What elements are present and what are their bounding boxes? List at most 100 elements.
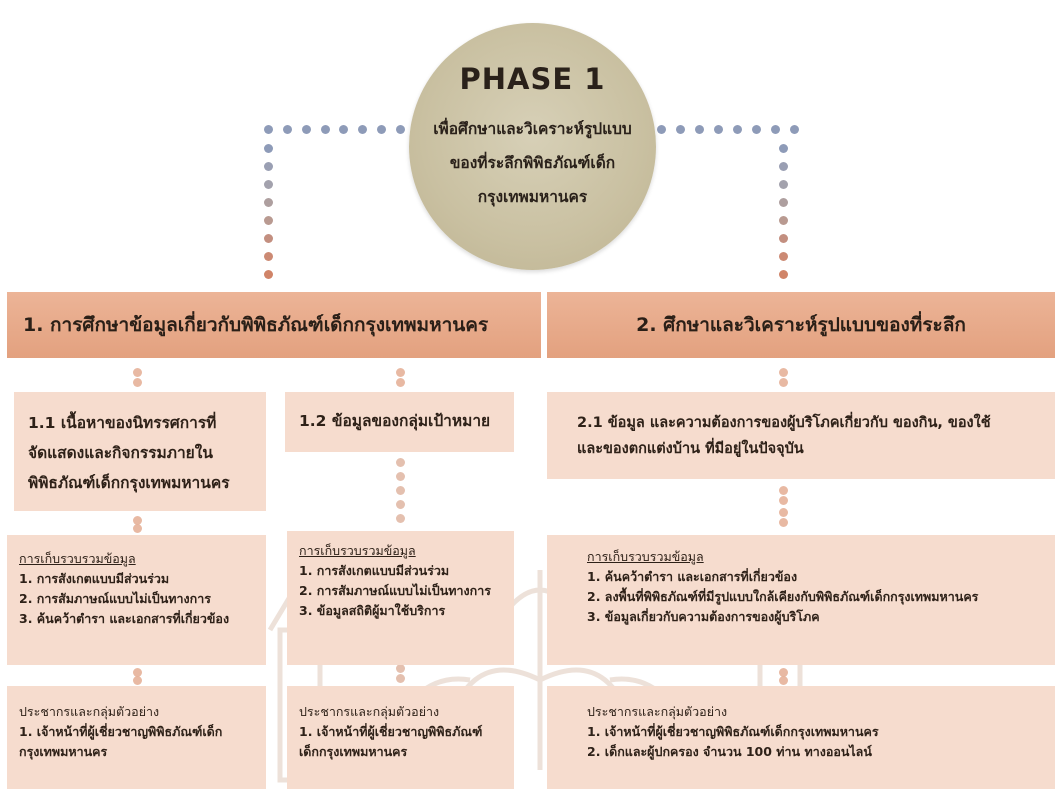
connector-dot (714, 125, 723, 134)
connector-dot (676, 125, 685, 134)
sample-item: กรุงเทพมหานคร (19, 744, 108, 759)
connector-dot (358, 125, 367, 134)
connector-dot (264, 180, 273, 189)
sample-box-1-2: ประชากรและกลุ่มตัวอย่าง 1. เจ้าหน้าที่ผู… (287, 686, 514, 789)
topic-1-1-line: พิพิธภัณฑ์เด็กกรุงเทพมหานคร (28, 474, 230, 492)
connector-dot (264, 270, 273, 279)
collect-box-2-1: การเก็บรวบรวมข้อมูล 1. ค้นคว้าตำรา และเอ… (547, 535, 1055, 665)
connector-dot (396, 674, 405, 683)
connector-dot (779, 368, 788, 377)
connector-dot (339, 125, 348, 134)
sample-heading: ประชากรและกลุ่มตัวอย่าง (587, 704, 728, 719)
phase-line-1: เพื่อศึกษาและวิเคราะห์รูปแบบ (433, 120, 632, 138)
connector-dot (779, 270, 788, 279)
connector-dot (264, 162, 273, 171)
connector-dot (779, 668, 788, 677)
collect-heading: การเก็บรวบรวมข้อมูล (299, 543, 416, 558)
connector-dot (264, 252, 273, 261)
collect-item: 2. ลงพื้นที่พิพิธภัณฑ์ที่มีรูปแบบใกล้เคี… (587, 589, 979, 604)
connector-dot (396, 472, 405, 481)
phase-line-2: ของที่ระลึกพิพิธภัณฑ์เด็ก (449, 154, 616, 172)
connector-dot (264, 198, 273, 207)
connector-dot (771, 125, 780, 134)
topic-2-1-line: และของตกแต่งบ้าน ที่มีอยู่ในปัจจุบัน (577, 441, 804, 457)
sample-item: 1. เจ้าหน้าที่ผู้เชี่ยวชาญพิพิธภัณฑ์เด็ก (19, 724, 223, 739)
connector-dot (396, 500, 405, 509)
topic-1-2-line: 1.2 ข้อมูลของกลุ่มเป้าหมาย (299, 412, 491, 430)
connector-dot (264, 144, 273, 153)
collect-item: 1. ค้นคว้าตำรา และเอกสารที่เกี่ยวข้อง (587, 569, 798, 584)
phase-title: PHASE 1 (459, 62, 606, 96)
topic-box-2-1: 2.1 ข้อมูล และความต้องการของผู้บริโภคเกี… (547, 392, 1055, 479)
topic-box-1-1: 1.1 เนื้อหาของนิทรรศการที่ จัดแสดงและกิจ… (14, 392, 266, 511)
collect-item: 2. การสัมภาษณ์แบบไม่เป็นทางการ (299, 583, 491, 598)
connector-dot (779, 198, 788, 207)
phase-line-3: กรุงเทพมหานคร (477, 188, 588, 206)
connector-dot (396, 514, 405, 523)
connector-dot (779, 508, 788, 517)
section-2-header: 2. ศึกษาและวิเคราะห์รูปแบบของที่ระลึก (547, 292, 1055, 358)
connector-dot (790, 125, 799, 134)
connector-dot (779, 216, 788, 225)
connector-dot (133, 668, 142, 677)
connector-dot (321, 125, 330, 134)
collect-box-1-2: การเก็บรวบรวมข้อมูล 1. การสังเกตแบบมีส่ว… (287, 531, 514, 665)
connector-dot (396, 664, 405, 673)
connector-dot (133, 368, 142, 377)
collect-item: 3. ข้อมูลสถิติผู้มาใช้บริการ (299, 603, 446, 618)
collect-item: 2. การสัมภาษณ์แบบไม่เป็นทางการ (19, 591, 211, 606)
sample-item: เด็กกรุงเทพมหานคร (299, 744, 408, 759)
connector-dot (779, 252, 788, 261)
connector-dot (657, 125, 666, 134)
collect-heading: การเก็บรวบรวมข้อมูล (587, 549, 704, 564)
sample-heading: ประชากรและกลุ่มตัวอย่าง (299, 704, 440, 719)
connector-dot (396, 368, 405, 377)
topic-box-1-2: 1.2 ข้อมูลของกลุ่มเป้าหมาย (285, 392, 514, 452)
connector-dot (377, 125, 386, 134)
connector-dot (779, 180, 788, 189)
sample-item: 1. เจ้าหน้าที่ผู้เชี่ยวชาญพิพิธภัณฑ์เด็ก… (587, 724, 879, 739)
collect-item: 3. ค้นคว้าตำรา และเอกสารที่เกี่ยวข้อง (19, 611, 230, 626)
connector-dot (779, 486, 788, 495)
connector-dot (779, 144, 788, 153)
connector-dot (695, 125, 704, 134)
connector-dot (396, 458, 405, 467)
connector-dot (779, 496, 788, 505)
connector-dot (133, 378, 142, 387)
connector-dot (302, 125, 311, 134)
connector-dot (396, 378, 405, 387)
connector-dot (779, 162, 788, 171)
connector-dot (264, 125, 273, 134)
sample-box-2-1: ประชากรและกลุ่มตัวอย่าง 1. เจ้าหน้าที่ผู… (547, 686, 1055, 789)
sample-heading: ประชากรและกลุ่มตัวอย่าง (19, 704, 160, 719)
connector-dot (779, 234, 788, 243)
connector-dot (779, 518, 788, 527)
sample-item: 2. เด็กและผู้ปกครอง จำนวน 100 ท่าน ทางออ… (587, 744, 872, 759)
connector-dot (264, 234, 273, 243)
connector-dot (396, 486, 405, 495)
connector-dot (396, 125, 405, 134)
collect-item: 3. ข้อมูลเกี่ยวกับความต้องการของผู้บริโภ… (587, 609, 820, 624)
collect-item: 1. การสังเกตแบบมีส่วนร่วม (19, 571, 170, 586)
connector-dot (133, 516, 142, 525)
section-2-title: 2. ศึกษาและวิเคราะห์รูปแบบของที่ระลึก (636, 314, 966, 336)
collect-box-1-1: การเก็บรวบรวมข้อมูล 1. การสังเกตแบบมีส่ว… (7, 535, 266, 665)
sample-item: 1. เจ้าหน้าที่ผู้เชี่ยวชาญพิพิธภัณฑ์ (299, 724, 483, 739)
collect-heading: การเก็บรวบรวมข้อมูล (19, 551, 136, 566)
sample-box-1-1: ประชากรและกลุ่มตัวอย่าง 1. เจ้าหน้าที่ผู… (7, 686, 266, 789)
connector-dot (264, 216, 273, 225)
topic-2-1-line: 2.1 ข้อมูล และความต้องการของผู้บริโภคเกี… (577, 415, 991, 431)
connector-dot (779, 676, 788, 685)
connector-dot (133, 676, 142, 685)
connector-dot (752, 125, 761, 134)
connector-dot (133, 524, 142, 533)
topic-1-1-line: จัดแสดงและกิจกรรมภายใน (28, 444, 213, 462)
connector-dot (283, 125, 292, 134)
topic-1-1-line: 1.1 เนื้อหาของนิทรรศการที่ (28, 414, 217, 432)
connector-dot (733, 125, 742, 134)
collect-item: 1. การสังเกตแบบมีส่วนร่วม (299, 563, 450, 578)
phase-circle (409, 23, 656, 270)
connector-dot (779, 378, 788, 387)
section-1-title: 1. การศึกษาข้อมูลเกี่ยวกับพิพิธภัณฑ์เด็ก… (23, 314, 489, 336)
